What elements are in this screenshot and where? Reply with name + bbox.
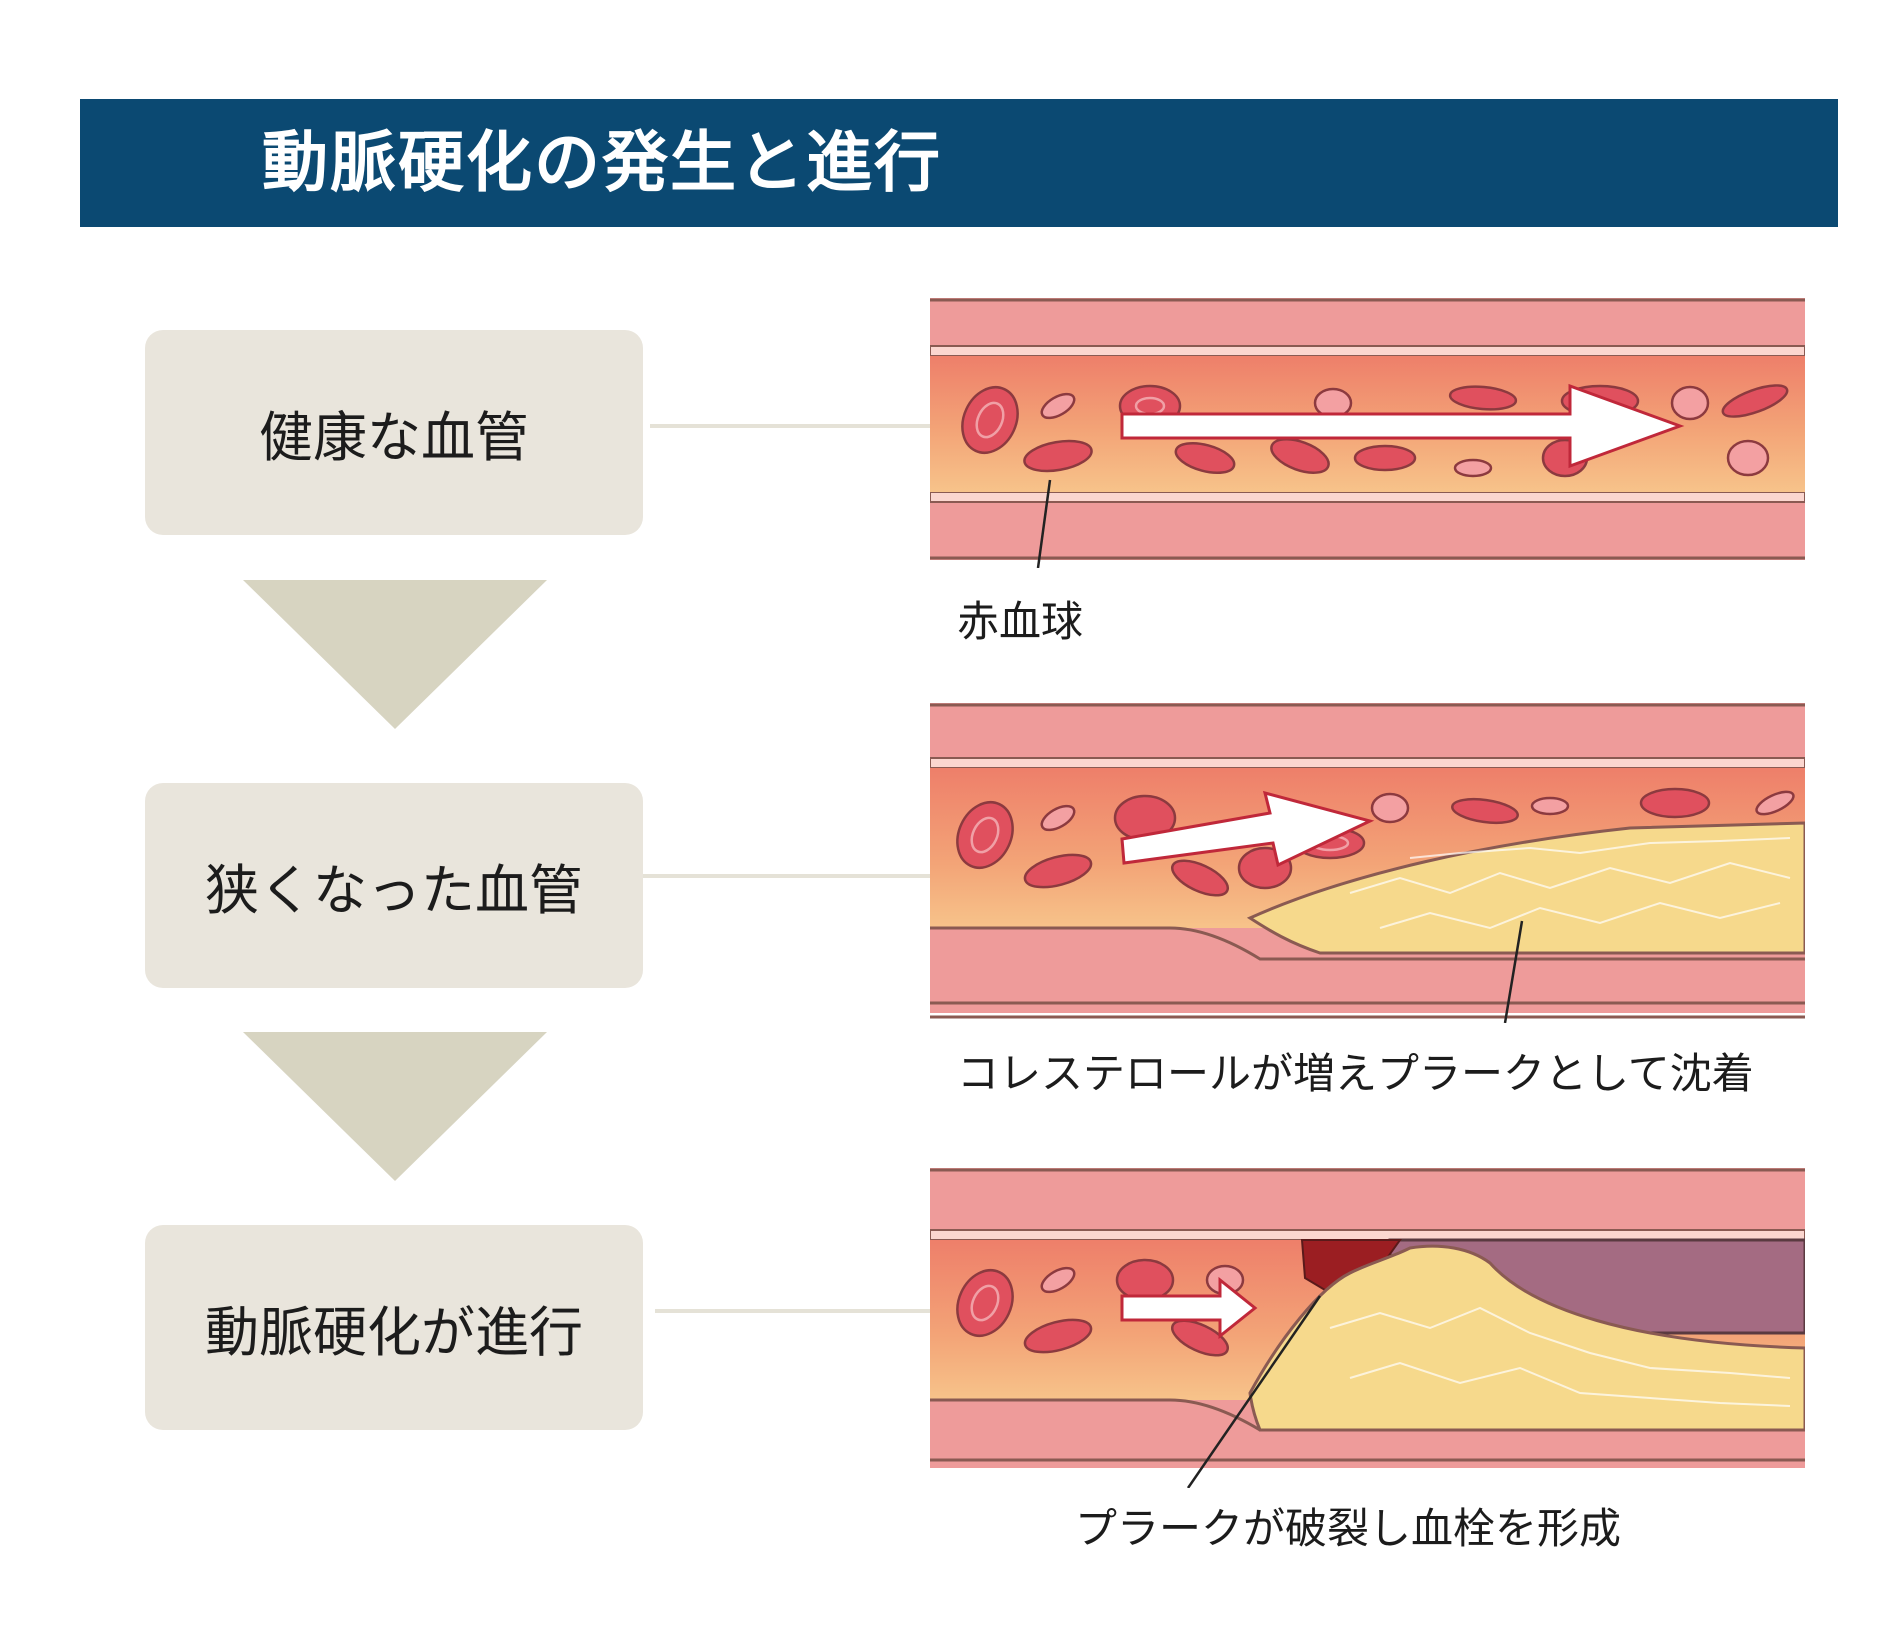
stage-box-narrowed: 狭くなった血管: [145, 783, 643, 988]
page-title: 動脈硬化の発生と進行: [262, 124, 942, 201]
red-blood-cells: [956, 1258, 1245, 1357]
vessel-advanced: [930, 1168, 1805, 1488]
caption-red-blood-cell: 赤血球: [957, 597, 1084, 646]
stage-label: 健康な血管: [259, 406, 529, 469]
plaque: [1246, 821, 1805, 955]
down-arrow-icon: [243, 1032, 547, 1181]
title-bar: 動脈硬化の発生と進行: [80, 99, 1838, 227]
stage-box-advanced: 動脈硬化が進行: [145, 1225, 643, 1430]
stage-box-healthy: 健康な血管: [145, 330, 643, 535]
stage-label: 狭くなった血管: [205, 859, 583, 922]
plaque: [1248, 1244, 1805, 1432]
connector-line: [643, 874, 930, 878]
stage-label: 動脈硬化が進行: [205, 1301, 583, 1364]
leader-line: [1503, 920, 1524, 1023]
vessel-narrowed: [930, 703, 1805, 1023]
right-arrow-icon: [1120, 1276, 1258, 1340]
leader-line: [1186, 1295, 1322, 1488]
leader-line: [1036, 479, 1052, 568]
right-arrow-icon: [1120, 383, 1685, 469]
vessel-healthy: [930, 298, 1805, 568]
caption-plaque: コレステロールが増えプラークとして沈着: [957, 1049, 1754, 1098]
connector-line: [655, 1309, 930, 1313]
connector-line: [650, 424, 930, 428]
caption-thrombus: プラークが破裂し血栓を形成: [1075, 1504, 1622, 1553]
down-arrow-icon: [243, 580, 547, 729]
right-arrow-icon: [1120, 790, 1375, 868]
